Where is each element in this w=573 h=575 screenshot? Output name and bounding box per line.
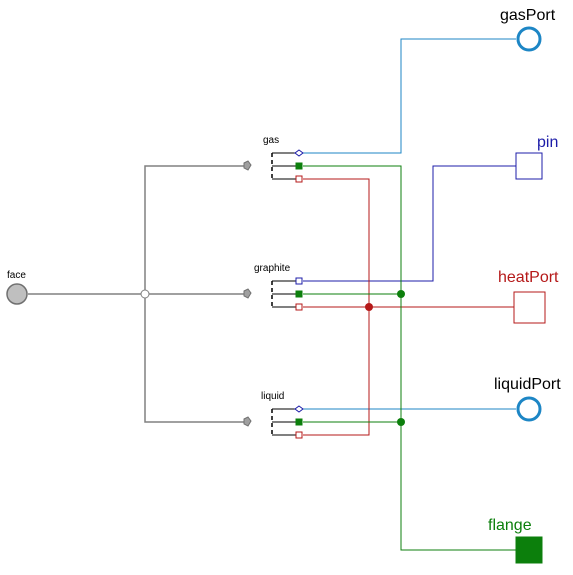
thermal-junction-dot: [365, 303, 373, 311]
mech-junction-dot-upper: [397, 290, 405, 298]
bus-junction-dot: [140, 289, 150, 299]
graphite-bus-plug-icon: [243, 288, 252, 299]
heatport-label: heatPort: [498, 269, 559, 286]
heatport-icon[interactable]: [513, 291, 546, 324]
flange-icon[interactable]: [515, 536, 543, 564]
mech-junction-dot-lower: [397, 418, 405, 426]
thermal-connection-lines: [303, 178, 514, 436]
liquid-subconnector[interactable]: liquid: [243, 391, 304, 439]
gasport-label: gasPort: [500, 7, 556, 24]
pin-label: pin: [537, 134, 558, 151]
pin-port[interactable]: pin: [515, 134, 558, 180]
liquidport-label: liquidPort: [494, 376, 561, 393]
pin-icon[interactable]: [515, 152, 543, 180]
gas-label: gas: [263, 135, 279, 146]
graphite-to-pin-line[interactable]: [303, 165, 516, 282]
gas-fluid-connector-icon[interactable]: [294, 149, 304, 157]
bus-to-gas-line: [144, 165, 247, 294]
graphite-subconnector[interactable]: graphite: [243, 263, 303, 311]
bus-to-liquid-line: [144, 294, 247, 423]
graphite-mech-connector-icon[interactable]: [295, 290, 303, 298]
liquid-bus-plug-icon: [243, 416, 252, 427]
gas-thermal-connector-icon[interactable]: [295, 175, 303, 183]
face-bus-lines: [28, 165, 247, 423]
graphite-thermal-connector-icon[interactable]: [295, 303, 303, 311]
heatport-port[interactable]: heatPort: [498, 269, 559, 324]
mechanical-connection-lines: [303, 165, 516, 551]
graphite-pin-connector-icon[interactable]: [295, 277, 303, 285]
mechanical-vertical-line[interactable]: [303, 165, 516, 551]
liquidport-port[interactable]: liquidPort: [494, 376, 561, 422]
flange-label: flange: [488, 517, 532, 534]
liquid-label: liquid: [261, 391, 284, 402]
liquid-mech-connector-icon[interactable]: [295, 418, 303, 426]
graphite-label: graphite: [254, 263, 291, 274]
gas-to-gasport-line[interactable]: [303, 38, 516, 154]
gas-connection-lines: [303, 38, 516, 410]
gasport-port[interactable]: gasPort: [500, 7, 556, 52]
gas-mech-connector-icon[interactable]: [295, 162, 303, 170]
gas-bus-plug-icon: [243, 160, 252, 171]
gasport-icon[interactable]: [516, 26, 542, 52]
liquid-thermal-connector-icon[interactable]: [295, 431, 303, 439]
flange-port[interactable]: flange: [488, 517, 543, 564]
face-connector-icon[interactable]: [6, 283, 28, 305]
liquidport-icon[interactable]: [516, 396, 542, 422]
liquid-fluid-connector-icon[interactable]: [294, 405, 304, 413]
face-label: face: [7, 270, 26, 281]
gas-subconnector[interactable]: gas: [243, 135, 304, 183]
